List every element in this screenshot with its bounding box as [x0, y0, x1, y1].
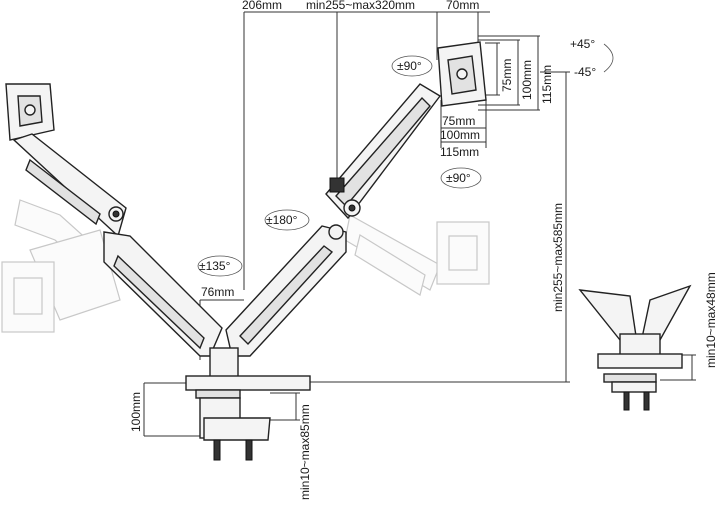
label-tilt-down: -45° — [574, 65, 596, 79]
ghost-right-monitor-position — [344, 214, 490, 296]
left-vesa-plate — [5, 83, 55, 141]
right-vesa-plate — [437, 41, 487, 107]
label-top-span: min255~max320mm — [306, 0, 415, 12]
left-upper-arm — [12, 133, 127, 238]
label-swivel-upper: ±180° — [266, 213, 298, 227]
label-base-height: 100mm — [129, 392, 143, 432]
label-vesa-h-115: 115mm — [440, 145, 479, 159]
label-total-height: min255~max585mm — [551, 203, 565, 312]
label-tilt-up: +45° — [570, 37, 595, 51]
label-rotate-top: ±90° — [397, 59, 422, 73]
label-swivel-lower: ±135° — [199, 259, 231, 273]
label-vesa-h-75: 75mm — [442, 114, 475, 128]
label-vesa-h-100: 100mm — [440, 128, 480, 142]
grommet-mount-view — [578, 284, 692, 411]
rotation-arrows — [197, 43, 614, 277]
label-top-reach: 206mm — [242, 0, 282, 12]
label-top-offset: 70mm — [446, 0, 479, 12]
label-vesa-v-75: 75mm — [500, 59, 514, 92]
right-upper-arm — [325, 83, 442, 220]
label-vesa-v-115: 115mm — [540, 65, 554, 104]
desk-clamp-base — [185, 347, 311, 461]
label-grommet-range: min10~max48mm — [704, 272, 718, 368]
label-rotate-mid: ±90° — [446, 171, 471, 185]
label-vesa-v-100: 100mm — [520, 60, 534, 100]
label-arm-gap: 76mm — [201, 285, 234, 299]
label-clamp-range: min10~max85mm — [298, 404, 312, 500]
ghost-left-monitor-position — [1, 199, 121, 333]
